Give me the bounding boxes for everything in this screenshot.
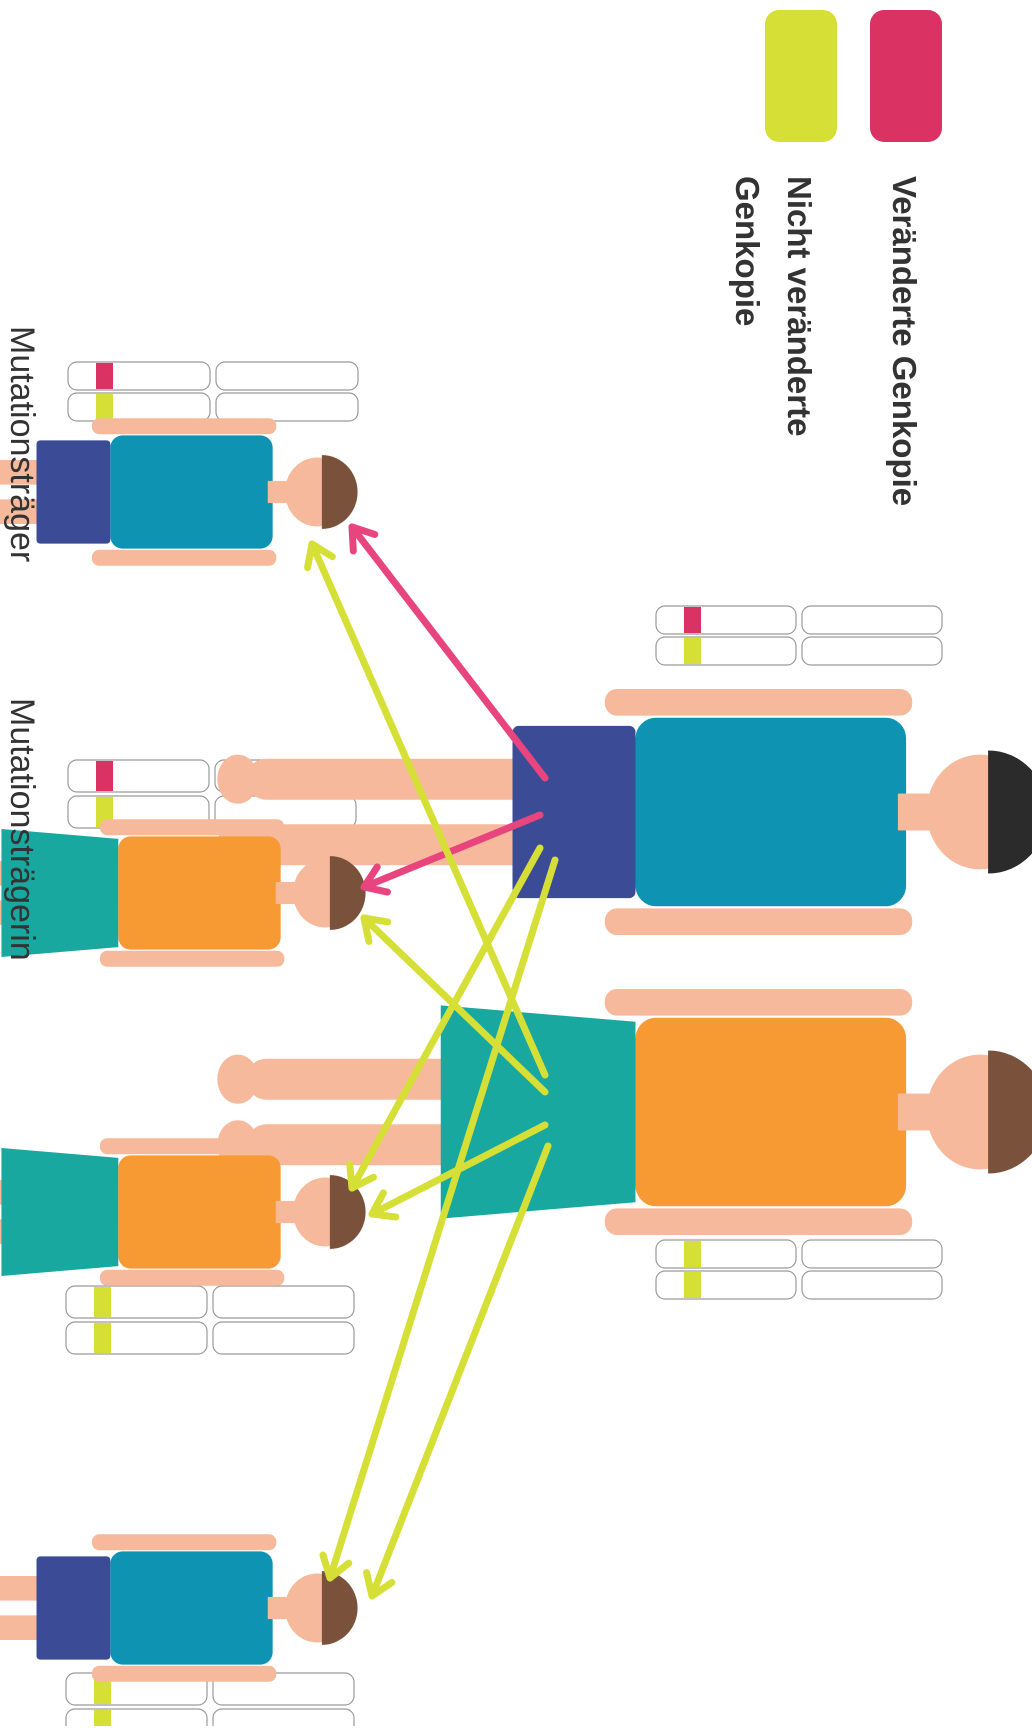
inheritance-arrow [319,856,559,1582]
inheritance-arrow [304,540,549,1079]
legend-label-mutated: Veränderte Genkopie [886,176,923,507]
inheritance-arrow [346,844,544,1192]
inheritance-arrow [360,811,544,896]
chromosome-bar [67,392,211,422]
chromosome-bar [655,636,797,666]
gene-marker-normal [94,1710,111,1731]
inheritance-arrow [360,914,549,1096]
chromosome-bar [801,1270,943,1300]
inheritance-arrow [348,523,549,782]
gene-pair-mother [655,1239,943,1300]
chromosome-bar [212,1708,355,1731]
gene-marker-normal [684,1241,701,1267]
chromosome-bar [801,1239,943,1269]
legend-swatch-mutated [870,10,942,142]
legend-label-normal-line2: Genkopie [729,176,766,327]
legend-label-normal-line1: Nicht veränderte [781,176,818,437]
chromosome-bar [67,759,210,793]
chromosome-bar [215,361,359,391]
gene-pair-daughter-2 [65,1285,355,1355]
chromosome-bar [215,392,359,422]
chromosome-bar [65,1708,208,1731]
figure-daughter-2 [0,1138,366,1286]
gene-marker-normal [94,1323,111,1353]
chromosome-bar [65,1321,208,1355]
figure-daughter-1 [0,819,366,967]
chromosome-bar [212,1321,355,1355]
figure-father [217,689,1032,935]
gene-pair-son-1 [67,361,359,422]
gene-marker-normal [684,1272,701,1298]
chromosome-bar [212,1285,355,1319]
caption-daughter-1: Mutationsträgerin [3,698,41,961]
gene-marker-normal [96,394,113,420]
inheritance-arrow [363,1142,552,1600]
chromosome-bar [655,605,797,635]
gene-marker-normal [94,1287,111,1317]
inheritance-arrow [368,1121,549,1221]
gene-marker-mutated [96,761,113,791]
legend-swatch-normal [765,10,837,142]
chromosome-bar [801,605,943,635]
caption-son-1: Mutationsträger [3,326,41,563]
gene-marker-mutated [684,607,701,633]
chromosome-bar [65,1285,208,1319]
figure-son-1 [0,418,358,566]
chromosome-bar [655,1270,797,1300]
figure-son-2 [0,1534,358,1682]
gene-marker-normal [684,638,701,664]
gene-pair-father [655,605,943,666]
gene-marker-mutated [96,363,113,389]
chromosome-bar [655,1239,797,1269]
chromosome-bar [801,636,943,666]
chromosome-bar [67,361,211,391]
